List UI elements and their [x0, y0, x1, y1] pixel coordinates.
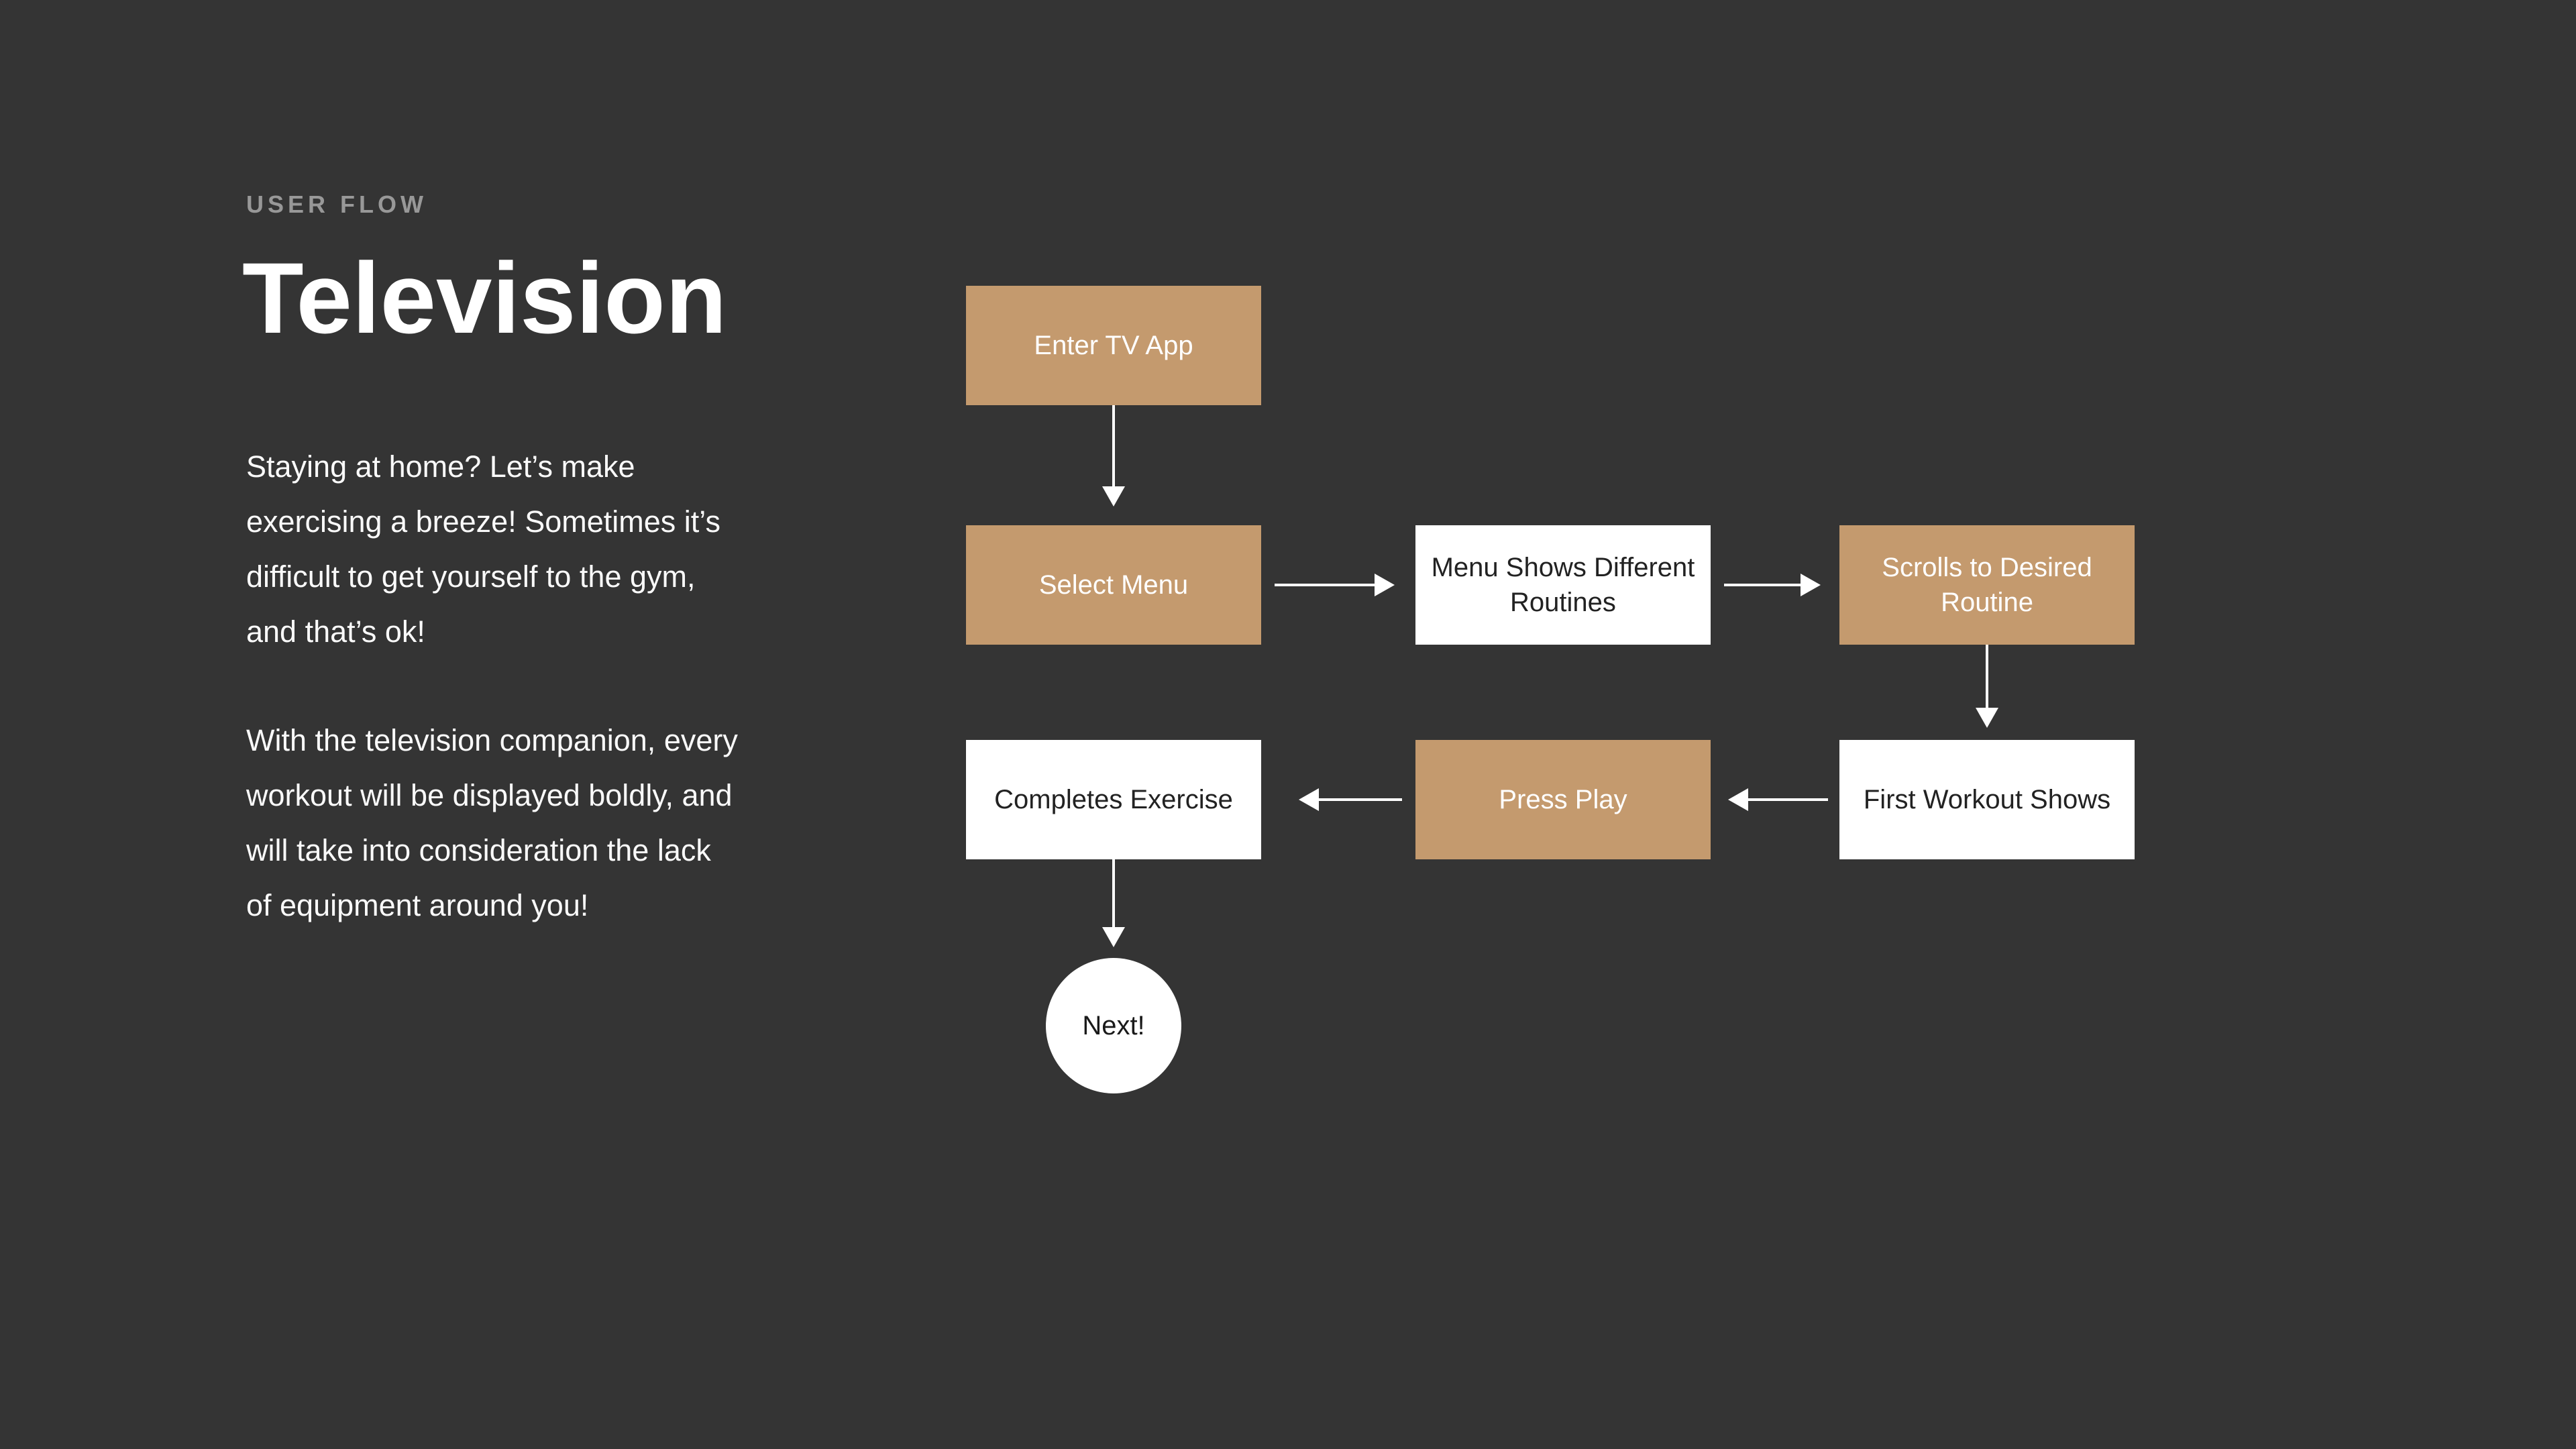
arrow-completes-to-next-icon [1112, 859, 1115, 928]
intro-paragraph-2: With the television companion, every wor… [246, 723, 738, 922]
intro-paragraph-1: Staying at home? Let’s make exercising a… [246, 449, 720, 649]
arrow-menu-to-scrolls-icon [1724, 584, 1801, 586]
kicker-label: USER FLOW [246, 191, 427, 218]
page-title: Television [242, 241, 727, 354]
flow-node-scrolls-to-routine: Scrolls to Desired Routine [1839, 525, 2135, 645]
flow-node-press-play: Press Play [1415, 740, 1711, 859]
arrow-enter-to-select-icon [1112, 405, 1115, 487]
flow-node-menu-shows-routines: Menu Shows Different Routines [1415, 525, 1711, 645]
arrow-first-to-press-icon [1748, 798, 1828, 801]
arrow-select-to-menu-icon [1275, 584, 1375, 586]
flow-node-completes-exercise: Completes Exercise [966, 740, 1261, 859]
arrow-scrolls-to-first-icon [1986, 645, 1988, 708]
flow-node-select-menu: Select Menu [966, 525, 1261, 645]
flow-node-enter-tv-app: Enter TV App [966, 286, 1261, 405]
flow-node-next: Next! [1046, 958, 1181, 1093]
flow-node-first-workout-shows: First Workout Shows [1839, 740, 2135, 859]
arrow-press-to-completes-icon [1318, 798, 1402, 801]
